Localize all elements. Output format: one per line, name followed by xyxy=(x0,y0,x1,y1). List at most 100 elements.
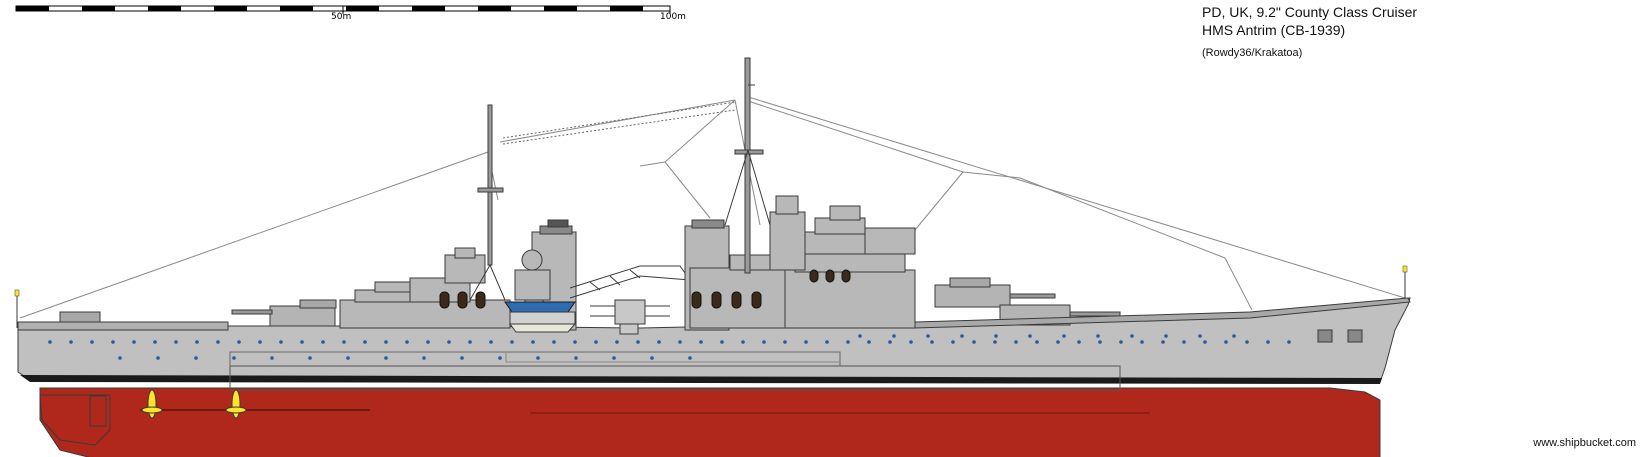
porthole xyxy=(1198,334,1202,338)
turret-y xyxy=(231,299,337,327)
porthole xyxy=(1182,340,1186,344)
propellers xyxy=(141,389,247,419)
porthole xyxy=(1096,334,1100,338)
porthole xyxy=(489,340,493,344)
forward-mast xyxy=(724,57,771,274)
porthole xyxy=(1130,334,1134,338)
porthole xyxy=(1014,340,1018,344)
porthole xyxy=(363,340,367,344)
porthole xyxy=(384,356,388,360)
bridge-superstructure xyxy=(769,195,916,329)
porthole xyxy=(232,356,236,360)
porthole xyxy=(1140,340,1144,344)
porthole xyxy=(594,340,598,344)
porthole xyxy=(498,356,502,360)
porthole xyxy=(536,356,540,360)
quarterdeck-house xyxy=(59,311,101,323)
porthole xyxy=(909,340,913,344)
porthole xyxy=(678,340,682,344)
ships-boats xyxy=(504,301,577,333)
porthole xyxy=(960,334,964,338)
porthole xyxy=(1077,340,1081,344)
porthole xyxy=(237,340,241,344)
scale-label-100m: 100m xyxy=(660,12,686,22)
rigging xyxy=(19,95,1406,319)
porthole xyxy=(552,340,556,344)
porthole xyxy=(1203,340,1207,344)
jack-flag xyxy=(1402,265,1408,273)
porthole xyxy=(612,356,616,360)
porthole xyxy=(1062,334,1066,338)
porthole xyxy=(69,340,73,344)
aft-mast xyxy=(469,104,506,301)
porthole xyxy=(720,340,724,344)
porthole xyxy=(951,340,955,344)
porthole xyxy=(1287,340,1291,344)
boot-topping xyxy=(20,375,1382,384)
porthole xyxy=(825,340,829,344)
porthole xyxy=(1035,340,1039,344)
rudder xyxy=(89,395,107,427)
porthole xyxy=(321,340,325,344)
porthole xyxy=(422,356,426,360)
porthole xyxy=(926,334,930,338)
porthole xyxy=(346,356,350,360)
porthole xyxy=(657,340,661,344)
porthole xyxy=(447,340,451,344)
porthole xyxy=(258,340,262,344)
porthole xyxy=(1056,340,1060,344)
portholes xyxy=(48,334,1291,360)
forecastle-deck xyxy=(914,297,1411,329)
porthole xyxy=(846,340,850,344)
porthole xyxy=(279,340,283,344)
porthole xyxy=(741,340,745,344)
porthole xyxy=(194,356,198,360)
porthole xyxy=(468,340,472,344)
porthole xyxy=(1266,340,1270,344)
armor-belt-outline xyxy=(229,365,1121,391)
porthole xyxy=(615,340,619,344)
seaplane xyxy=(590,299,670,335)
porthole xyxy=(573,340,577,344)
porthole xyxy=(994,334,998,338)
ship-name: HMS Antrim (CB-1939) xyxy=(1202,22,1346,38)
aerials xyxy=(502,101,736,145)
porthole xyxy=(195,340,199,344)
scale-bar xyxy=(15,5,671,14)
hull-underwater xyxy=(39,387,1381,457)
porthole xyxy=(48,340,52,344)
deck-line-2 xyxy=(505,352,840,363)
scale-label-50m: 50m xyxy=(331,12,352,22)
porthole xyxy=(858,334,862,338)
porthole xyxy=(174,340,178,344)
porthole xyxy=(804,340,808,344)
porthole xyxy=(132,340,136,344)
porthole xyxy=(90,340,94,344)
porthole xyxy=(1245,340,1249,344)
porthole xyxy=(1028,334,1032,338)
porthole xyxy=(699,340,703,344)
anchors xyxy=(1317,329,1363,343)
website-watermark: www.shipbucket.com xyxy=(1533,437,1636,449)
porthole xyxy=(1098,340,1102,344)
porthole xyxy=(1161,340,1165,344)
deck-line xyxy=(229,351,841,366)
porthole xyxy=(636,340,640,344)
drawing-title: PD, UK, 9.2" County Class Cruiser xyxy=(1202,4,1418,20)
porthole xyxy=(972,340,976,344)
author-credit: (Rowdy36/Krakatoa) xyxy=(1202,47,1303,59)
porthole xyxy=(783,340,787,344)
porthole xyxy=(270,356,274,360)
porthole xyxy=(342,340,346,344)
porthole xyxy=(111,340,115,344)
porthole xyxy=(888,340,892,344)
porthole xyxy=(650,356,654,360)
porthole xyxy=(156,356,160,360)
porthole xyxy=(300,340,304,344)
porthole xyxy=(1119,340,1123,344)
porthole xyxy=(216,340,220,344)
porthole xyxy=(993,340,997,344)
porthole xyxy=(762,340,766,344)
stern-deck xyxy=(17,321,229,331)
